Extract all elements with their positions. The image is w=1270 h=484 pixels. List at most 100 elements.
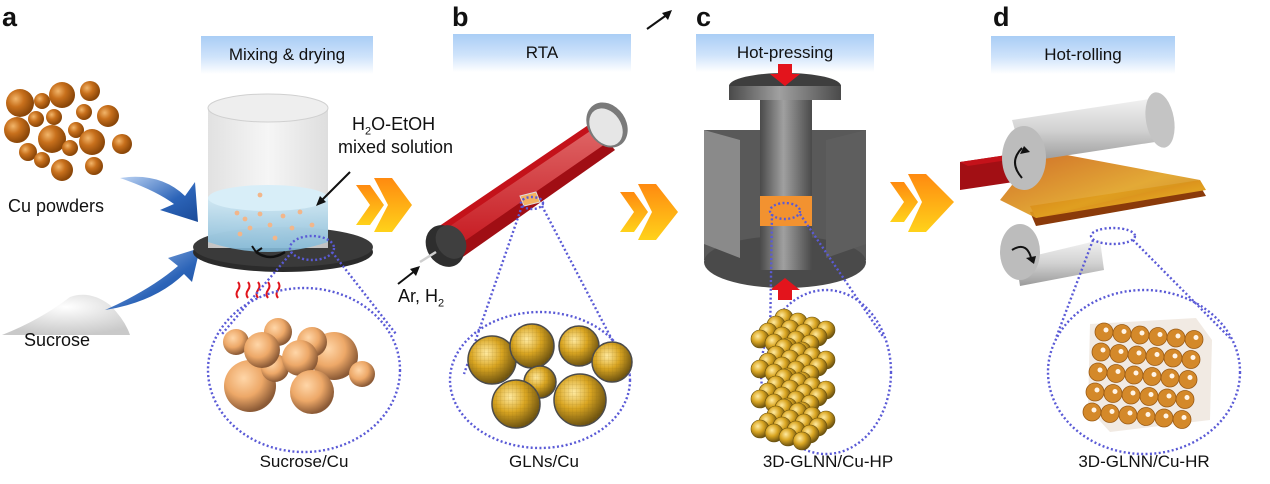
magnifier-outline-c — [759, 201, 893, 456]
label-gas: Ar, H2 — [398, 286, 444, 311]
magnifier-outline-a — [206, 234, 402, 454]
hr-lattice-node — [1088, 362, 1108, 382]
hr-lattice-pore — [1166, 393, 1172, 399]
formula-suffix: O-EtOH — [371, 114, 436, 134]
hr-lattice-pore — [1193, 335, 1199, 340]
hr-lattice-pore — [1115, 369, 1121, 374]
press-arrow-up-icon — [770, 278, 800, 300]
hr-lattice-pore — [1109, 409, 1115, 414]
beaker-on-hotplate — [193, 93, 373, 272]
caption-3d-glnn-cu-hp: 3D-GLNN/Cu-HP — [762, 452, 894, 471]
chevron-arrow-a-to-b — [356, 178, 412, 232]
caption-glns-cu: GLNs/Cu — [509, 452, 579, 471]
hr-lattice-pore — [1136, 350, 1142, 356]
hr-lattice-node — [1118, 405, 1138, 425]
sucrose-pile — [2, 294, 130, 335]
hr-lattice-pore — [1190, 355, 1196, 360]
panel-letter-a: a — [2, 2, 18, 32]
panel-letter-b: b — [452, 2, 469, 32]
heat-arrows-icon — [235, 281, 281, 299]
hot-rolling-mill — [960, 92, 1206, 286]
step-banner-mixing: Mixing & drying — [201, 36, 373, 74]
hr-lattice-node — [1163, 348, 1183, 368]
hr-lattice-pore — [1154, 352, 1160, 357]
sucrose-cu-particles — [223, 318, 375, 414]
hr-lattice-pore — [1187, 375, 1193, 380]
hr-lattice-pore — [1091, 407, 1097, 413]
hr-lattice-pore — [1157, 332, 1163, 337]
hr-lattice-node — [1154, 408, 1174, 428]
caption-3d-glnn-cu-hr: 3D-GLNN/Cu-HR — [1078, 452, 1210, 471]
panel-letter-c: c — [696, 2, 712, 32]
panel-letter-d: d — [993, 2, 1010, 32]
hr-lattice-node — [1091, 342, 1111, 362]
gas-sub: 2 — [438, 297, 445, 310]
hr-lattice-node — [1145, 347, 1165, 366]
hr-lattice-pore — [1100, 347, 1106, 353]
hr-lattice-node — [1100, 404, 1120, 423]
chevron-arrow-b-to-c — [620, 184, 678, 240]
chevron-arrow-c-to-d — [890, 174, 954, 232]
hr-lattice-pore — [1169, 373, 1175, 379]
hr-lattice-node — [1109, 344, 1129, 363]
graphene-network-cube-hp — [750, 308, 836, 451]
hr-lattice-pore — [1175, 333, 1181, 339]
hr-lattice-pore — [1172, 353, 1178, 359]
hr-lattice-node — [1184, 330, 1204, 349]
hr-lattice-node — [1148, 327, 1168, 346]
hr-lattice-node — [1082, 402, 1102, 422]
hr-lattice-pore — [1148, 392, 1154, 397]
hr-lattice-pore — [1094, 387, 1100, 393]
hr-lattice-pore — [1118, 349, 1124, 354]
hr-lattice-node — [1085, 382, 1105, 402]
graphene-network-cube-hr — [1082, 318, 1212, 432]
hr-lattice-node — [1112, 324, 1132, 343]
hr-lattice-pore — [1127, 410, 1133, 416]
hr-lattice-node — [1142, 367, 1162, 386]
solution-pointer-arrow — [316, 171, 351, 206]
hr-lattice-node — [1172, 410, 1192, 429]
hr-lattice-node — [1124, 365, 1144, 385]
gas-in-arrow — [397, 266, 420, 285]
gas-out-arrow — [646, 10, 672, 30]
label-sucrose: Sucrose — [24, 330, 91, 350]
hr-lattice-pore — [1163, 413, 1169, 419]
hr-lattice-node — [1136, 407, 1156, 426]
hr-lattice-node — [1094, 322, 1114, 342]
label-mixed-solution: mixed solution — [338, 137, 454, 157]
formula-sub: 2 — [365, 125, 372, 138]
press-arrow-down-icon — [770, 64, 800, 86]
hr-lattice-pore — [1121, 329, 1127, 334]
hr-lattice-node — [1181, 350, 1201, 369]
hr-lattice-node — [1166, 328, 1186, 348]
label-cu-powders: Cu powders — [8, 196, 105, 216]
gas-prefix: Ar, H — [398, 286, 439, 306]
graphene-coated-cu-spheres — [467, 323, 633, 429]
hr-lattice-pore — [1097, 367, 1103, 373]
hp-sphere — [792, 431, 812, 451]
hr-lattice-node — [1157, 388, 1177, 408]
hr-lattice-node — [1139, 387, 1159, 406]
label-solution-formula: H2O-EtOH — [352, 114, 435, 139]
hr-lattice-node — [1130, 325, 1150, 345]
hr-lattice-pore — [1151, 372, 1157, 377]
formula-prefix: H — [352, 114, 365, 134]
hr-lattice-node — [1121, 385, 1141, 405]
caption-sucrose-cu: Sucrose/Cu — [259, 452, 349, 471]
hr-lattice-node — [1127, 345, 1147, 365]
blue-arrow-cu-in — [120, 176, 198, 222]
hot-press-die — [704, 73, 866, 288]
hr-lattice-node — [1175, 390, 1195, 409]
magnifier-outline-d — [1046, 226, 1242, 456]
hr-lattice-pore — [1139, 330, 1145, 336]
hr-lattice-node — [1178, 370, 1198, 389]
hr-lattice-pore — [1145, 412, 1151, 417]
hr-lattice-pore — [1103, 327, 1109, 333]
cu-powder-cluster — [4, 81, 132, 181]
hr-lattice-pore — [1112, 389, 1118, 394]
hr-lattice-pore — [1181, 415, 1187, 420]
rta-tube-furnace — [419, 102, 628, 267]
hr-lattice-node — [1160, 368, 1180, 388]
magnifier-outline-b — [448, 195, 632, 450]
